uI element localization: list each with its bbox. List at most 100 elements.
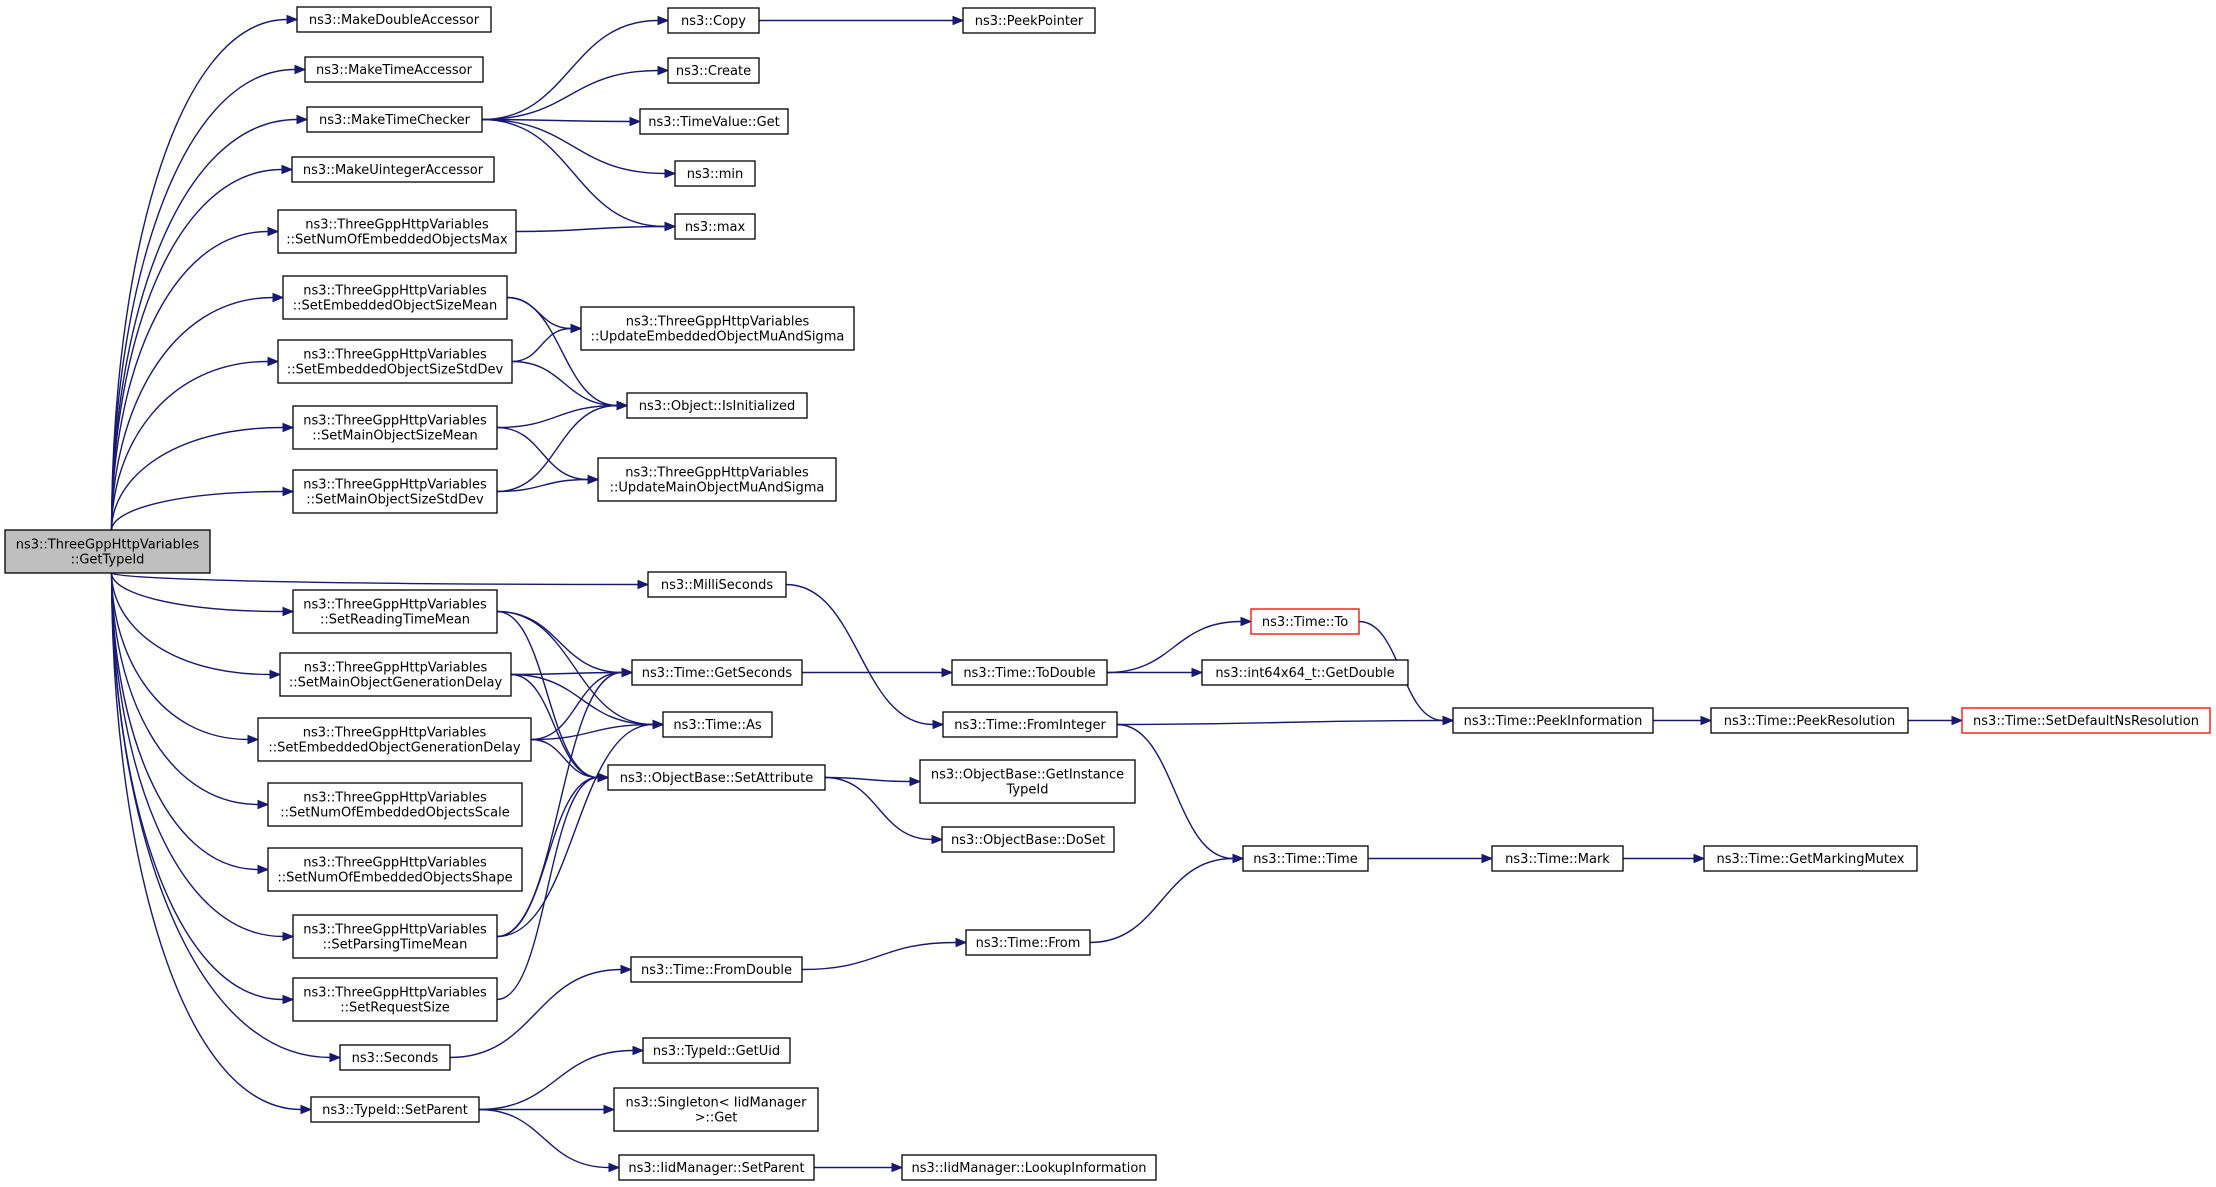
node-label: ::SetMainObjectGenerationDelay bbox=[289, 676, 503, 691]
node-box bbox=[1710, 707, 1909, 734]
node-peek-information[interactable]: ns3::Time::PeekInformation bbox=[1452, 707, 1654, 734]
node-root[interactable]: ns3::ThreeGppHttpVariables::GetTypeId bbox=[4, 529, 211, 574]
arrowhead bbox=[932, 719, 945, 730]
node-is-initialized[interactable]: ns3::Object::IsInitialized bbox=[626, 392, 808, 419]
arrowhead bbox=[247, 734, 260, 745]
node-make-time-accessor[interactable]: ns3::MakeTimeAccessor bbox=[304, 56, 484, 83]
node-make-time-checker[interactable]: ns3::MakeTimeChecker bbox=[306, 106, 483, 133]
node-time-to[interactable]: ns3::Time::To bbox=[1250, 608, 1360, 635]
node-label: ns3::MakeTimeChecker bbox=[319, 113, 471, 128]
node-label: ::UpdateMainObjectMuAndSigma bbox=[610, 481, 825, 496]
node-get-marking-mutex[interactable]: ns3::Time::GetMarkingMutex bbox=[1703, 845, 1918, 872]
arrowhead bbox=[941, 667, 954, 678]
call-edge bbox=[478, 1108, 610, 1169]
node-update-main-mu-sigma[interactable]: ns3::ThreeGppHttpVariables::UpdateMainOb… bbox=[597, 457, 837, 502]
arrowhead bbox=[272, 292, 285, 303]
arrowhead bbox=[664, 221, 677, 232]
call-edge bbox=[496, 426, 589, 481]
node-from-double[interactable]: ns3::Time::FromDouble bbox=[630, 956, 803, 983]
call-edge bbox=[1089, 857, 1234, 944]
node-set-emb-size-mean[interactable]: ns3::ThreeGppHttpVariables::SetEmbeddedO… bbox=[282, 275, 508, 320]
node-seconds[interactable]: ns3::Seconds bbox=[339, 1044, 451, 1071]
node-set-num-emb-shape[interactable]: ns3::ThreeGppHttpVariables::SetNumOfEmbe… bbox=[267, 847, 523, 892]
node-label: ns3::min bbox=[687, 167, 744, 182]
node-box bbox=[639, 108, 789, 135]
call-edge bbox=[110, 490, 284, 531]
node-box bbox=[965, 929, 1091, 956]
call-edge bbox=[496, 723, 654, 938]
node-box bbox=[942, 711, 1118, 738]
node-update-emb-mu-sigma[interactable]: ns3::ThreeGppHttpVariables::UpdateEmbedd… bbox=[580, 306, 855, 351]
node-label: ::SetRequestSize bbox=[340, 1001, 450, 1016]
node-set-num-emb-scale[interactable]: ns3::ThreeGppHttpVariables::SetNumOfEmbe… bbox=[267, 782, 523, 827]
node-do-set[interactable]: ns3::ObjectBase::DoSet bbox=[941, 826, 1115, 853]
node-label: ns3::ThreeGppHttpVariables bbox=[305, 218, 489, 233]
node-type-id-set-parent[interactable]: ns3::TypeId::SetParent bbox=[310, 1096, 480, 1123]
node-label: ns3::Singleton< IidManager bbox=[625, 1096, 807, 1111]
node-label: ns3::Copy bbox=[681, 14, 746, 29]
node-peek-pointer[interactable]: ns3::PeekPointer bbox=[962, 7, 1096, 34]
node-set-request-size[interactable]: ns3::ThreeGppHttpVariables::SetRequestSi… bbox=[292, 977, 498, 1022]
node-set-reading-time-mean[interactable]: ns3::ThreeGppHttpVariables::SetReadingTi… bbox=[292, 589, 498, 634]
node-label: ns3::MakeDoubleAccessor bbox=[309, 13, 480, 28]
node-set-emb-size-std-dev[interactable]: ns3::ThreeGppHttpVariables::SetEmbeddedO… bbox=[277, 339, 513, 384]
node-box bbox=[277, 339, 513, 384]
node-label: ns3::ThreeGppHttpVariables bbox=[303, 923, 487, 938]
call-edge bbox=[110, 18, 288, 531]
node-label: ns3::TypeId::SetParent bbox=[322, 1103, 468, 1118]
node-box bbox=[292, 589, 498, 634]
node-copy[interactable]: ns3::Copy bbox=[667, 7, 760, 34]
node-int64-get-double[interactable]: ns3::int64x64_t::GetDouble bbox=[1201, 659, 1409, 686]
node-set-default-ns-resolution[interactable]: ns3::Time::SetDefaultNsResolution bbox=[1961, 707, 2211, 734]
node-time-mark[interactable]: ns3::Time::Mark bbox=[1491, 845, 1624, 872]
node-set-emb-gen-delay[interactable]: ns3::ThreeGppHttpVariables::SetEmbeddedO… bbox=[257, 717, 532, 762]
node-create[interactable]: ns3::Create bbox=[667, 57, 760, 84]
arrowhead bbox=[282, 606, 295, 617]
call-edge bbox=[506, 296, 618, 407]
node-time-value-get[interactable]: ns3::TimeValue::Get bbox=[639, 108, 789, 135]
node-iid-set-parent[interactable]: ns3::IidManager::SetParent bbox=[618, 1154, 815, 1181]
call-edge bbox=[496, 610, 654, 726]
node-singleton-get[interactable]: ns3::Singleton< IidManager >::Get bbox=[613, 1087, 819, 1132]
node-box bbox=[1491, 845, 1624, 872]
node-to-double[interactable]: ns3::Time::ToDouble bbox=[951, 659, 1108, 686]
call-edge bbox=[496, 776, 599, 1001]
node-box bbox=[613, 1087, 819, 1132]
node-make-uinteger-accessor[interactable]: ns3::MakeUintegerAccessor bbox=[291, 156, 495, 183]
node-box bbox=[339, 1044, 451, 1071]
node-get-uid[interactable]: ns3::TypeId::GetUid bbox=[642, 1037, 791, 1064]
node-make-double-accessor[interactable]: ns3::MakeDoubleAccessor bbox=[296, 6, 492, 33]
arrowhead bbox=[286, 14, 299, 25]
node-milli-seconds[interactable]: ns3::MilliSeconds bbox=[647, 571, 787, 598]
call-edge bbox=[785, 583, 934, 726]
node-peek-resolution[interactable]: ns3::Time::PeekResolution bbox=[1710, 707, 1909, 734]
node-time-as[interactable]: ns3::Time::As bbox=[662, 711, 773, 738]
node-label: ns3::Time::Time bbox=[1253, 852, 1357, 867]
node-get-seconds[interactable]: ns3::Time::GetSeconds bbox=[631, 659, 803, 686]
node-time-from[interactable]: ns3::Time::From bbox=[965, 929, 1091, 956]
call-edges bbox=[110, 14, 1964, 1173]
node-box bbox=[277, 209, 517, 254]
node-set-parsing-time-mean[interactable]: ns3::ThreeGppHttpVariables::SetParsingTi… bbox=[292, 914, 498, 959]
node-set-main-size-mean[interactable]: ns3::ThreeGppHttpVariables::SetMainObjec… bbox=[292, 405, 498, 450]
node-label: ns3::ThreeGppHttpVariables bbox=[303, 284, 487, 299]
node-box bbox=[4, 529, 211, 574]
node-set-main-gen-delay[interactable]: ns3::ThreeGppHttpVariables::SetMainObjec… bbox=[279, 652, 512, 697]
node-set-attribute[interactable]: ns3::ObjectBase::SetAttribute bbox=[607, 764, 826, 791]
call-edge bbox=[110, 68, 296, 531]
node-time-time[interactable]: ns3::Time::Time bbox=[1242, 845, 1369, 872]
node-from-integer[interactable]: ns3::Time::FromInteger bbox=[942, 711, 1118, 738]
arrowhead bbox=[597, 772, 610, 783]
node-max[interactable]: ns3::max bbox=[674, 213, 756, 240]
node-set-main-size-std-dev[interactable]: ns3::ThreeGppHttpVariables::SetMainObjec… bbox=[292, 469, 498, 514]
node-min[interactable]: ns3::min bbox=[674, 160, 756, 187]
node-box bbox=[1961, 707, 2211, 734]
node-lookup-information[interactable]: ns3::IidManager::LookupInformation bbox=[901, 1154, 1157, 1181]
call-edge bbox=[110, 572, 639, 586]
node-label: ns3::ThreeGppHttpVariables bbox=[626, 315, 810, 330]
node-label: ns3::Create bbox=[676, 64, 751, 79]
node-label: ns3::max bbox=[685, 220, 746, 235]
node-set-num-emb-max[interactable]: ns3::ThreeGppHttpVariables::SetNumOfEmbe… bbox=[277, 209, 517, 254]
